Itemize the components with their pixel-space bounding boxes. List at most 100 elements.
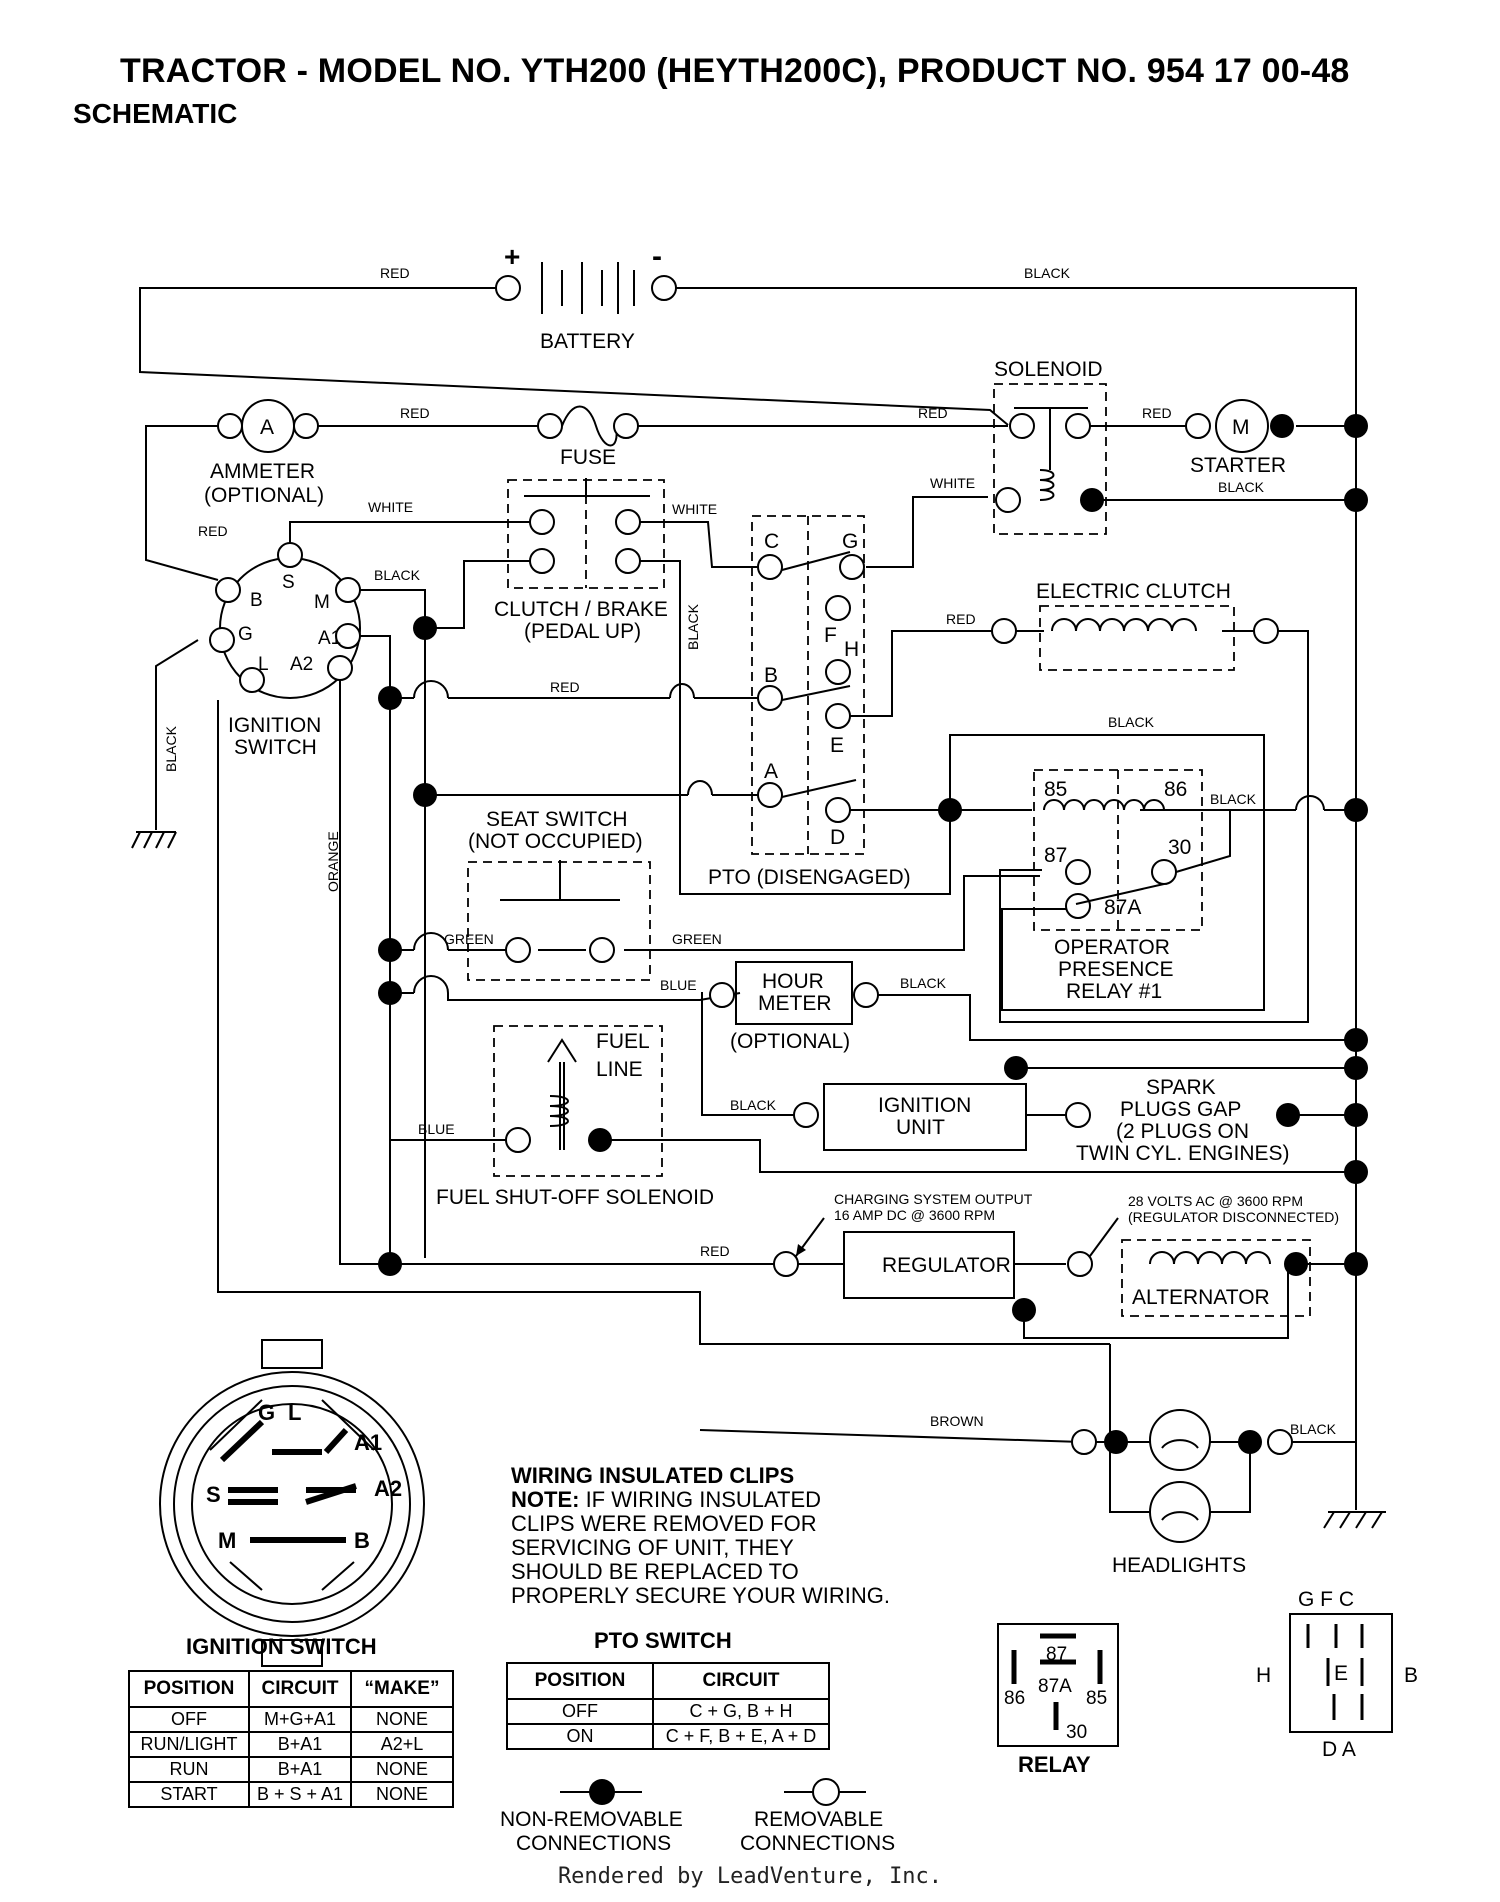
ignition-switch-table: POSITION CIRCUIT “MAKE” OFF M+G+A1 NONE … [128,1670,454,1808]
wires [139,287,1357,1513]
ground-symbols [131,831,1386,1529]
battery-plus: + [504,241,520,272]
table-cell: RUN [128,1756,250,1783]
seat-switch: SEAT SWITCH (NOT OCCUPIED) [467,808,651,981]
legend-removable: REMOVABLE [754,1808,883,1831]
pto-term-g: G [842,530,858,553]
table-cell: B+A1 [248,1756,352,1783]
table-cell: RUN/LIGHT [128,1731,250,1758]
wire-label-brown: BROWN [930,1413,984,1429]
table-cell: C + F, B + E, A + D [652,1723,830,1750]
relay-pin-87: 87 [1046,1644,1067,1665]
wire-label-black: BLACK [730,1097,777,1113]
table-cell: OFF [128,1706,250,1733]
pto-pinout-diagram: G F C H E B D A [1256,1588,1418,1761]
ignition-term-g: G [238,624,253,645]
table-header: POSITION [506,1662,654,1700]
wiring-note-heading: WIRING INSULATED CLIPS [511,1463,795,1488]
table-row: ON C + F, B + E, A + D [506,1723,830,1750]
ignition-switch-label-2: SWITCH [234,736,317,759]
relay-term-85: 85 [1044,778,1067,801]
wiring-note-line: SHOULD BE REPLACED TO [511,1559,799,1584]
relay-label-2: PRESENCE [1058,958,1174,981]
wire-label-black: BLACK [374,567,421,583]
ignition-table-title: IGNITION SWITCH [186,1634,377,1659]
ammeter-optional: (OPTIONAL) [204,484,324,507]
wire-label-red: RED [550,679,580,695]
table-header-row: POSITION CIRCUIT “MAKE” [128,1670,454,1708]
regulator-label: REGULATOR [882,1254,1011,1277]
table-header: POSITION [128,1670,250,1708]
battery: + - BATTERY [495,240,677,353]
wire-label-black: BLACK [1210,791,1257,807]
alternator-label: ALTERNATOR [1132,1286,1270,1309]
charging-output-label-2: 16 AMP DC @ 3600 RPM [834,1207,995,1223]
ign-diag-b: B [354,1528,370,1553]
table-header: CIRCUIT [248,1670,352,1708]
wiring-note-line: NOTE: IF WIRING INSULATED [511,1487,822,1512]
table-cell: M+G+A1 [248,1706,352,1733]
ignition-switch-diagram: G L A1 S A2 M B [159,1339,425,1667]
table-cell: NONE [350,1756,454,1783]
wiring-note-line: SERVICING OF UNIT, THEY [511,1535,794,1560]
wire-label-blue: BLUE [418,1121,455,1137]
wire-label-red: RED [380,265,410,281]
wire-label-green: GREEN [672,931,722,947]
starter-symbol: M [1232,416,1250,439]
electric-clutch: ELECTRIC CLUTCH [991,580,1279,671]
relay-term-86: 86 [1164,778,1187,801]
wire-label-red: RED [198,523,228,539]
table-cell: NONE [350,1706,454,1733]
ac-output-label-2: (REGULATOR DISCONNECTED) [1128,1209,1339,1225]
relay-diagram-title: RELAY [1018,1752,1091,1777]
pto-term-a: A [764,760,778,783]
legend-non-removable: NON-REMOVABLE [500,1808,683,1831]
table-cell: B+A1 [248,1731,352,1758]
table-cell: START [128,1781,250,1808]
wiring-note-line: PROPERLY SECURE YOUR WIRING. [511,1583,890,1608]
ignition-term-b: B [250,590,263,611]
ign-diag-g: G [258,1400,275,1425]
wire-label-black: BLACK [900,975,947,991]
wire-label-black: BLACK [1108,714,1155,730]
ignition-term-s: S [282,572,295,593]
relay-pin-87a: 87A [1038,1676,1072,1697]
ammeter-symbol: A [260,416,274,439]
page-title: TRACTOR - MODEL NO. YTH200 (HEYTH200C), … [120,52,1350,90]
wire-label-red: RED [1142,405,1172,421]
fuse-label: FUSE [560,446,616,469]
headlights-label: HEADLIGHTS [1112,1554,1246,1577]
pto-label: PTO (DISENGAGED) [708,866,911,889]
relay-term-30: 30 [1168,836,1191,859]
table-header-row: POSITION CIRCUIT [506,1662,830,1700]
wire-label-blue: BLUE [660,977,697,993]
ignition-term-a1: A1 [318,628,341,649]
page-subtitle: SCHEMATIC [73,98,238,129]
wire-label-red: RED [946,611,976,627]
hour-meter: HOUR METER (OPTIONAL) [709,961,879,1053]
pto-table-title: PTO SWITCH [594,1628,732,1653]
starter-label: STARTER [1190,454,1286,477]
ignition-switch-label: IGNITION [228,714,321,737]
pto-term-f: F [824,624,837,647]
fuel-line-label: FUEL [596,1030,650,1053]
spark-plugs-label-4: TWIN CYL. ENGINES) [1076,1142,1290,1165]
solenoid-label: SOLENOID [994,358,1103,381]
ac-output-label: 28 VOLTS AC @ 3600 RPM [1128,1193,1303,1209]
ignition-term-m: M [314,592,330,613]
pto-term-b: B [764,664,778,687]
table-header: “MAKE” [350,1670,454,1708]
relay-label-3: RELAY #1 [1066,980,1162,1003]
solenoid: SOLENOID [993,358,1107,535]
pto-term-e: E [830,734,844,757]
battery-label: BATTERY [540,330,635,353]
wire-label-orange: ORANGE [325,831,341,892]
table-row: START B + S + A1 NONE [128,1781,454,1808]
pto-pin-bottom: D A [1322,1738,1356,1761]
pto-term-c: C [764,530,779,553]
ign-diag-m: M [218,1528,236,1553]
ignition-term-a2: A2 [290,654,313,675]
spark-plugs: SPARK PLUGS GAP (2 PLUGS ON TWIN CYL. EN… [1076,1076,1290,1165]
ign-diag-l: L [288,1400,301,1425]
ammeter: A AMMETER (OPTIONAL) [204,399,324,507]
